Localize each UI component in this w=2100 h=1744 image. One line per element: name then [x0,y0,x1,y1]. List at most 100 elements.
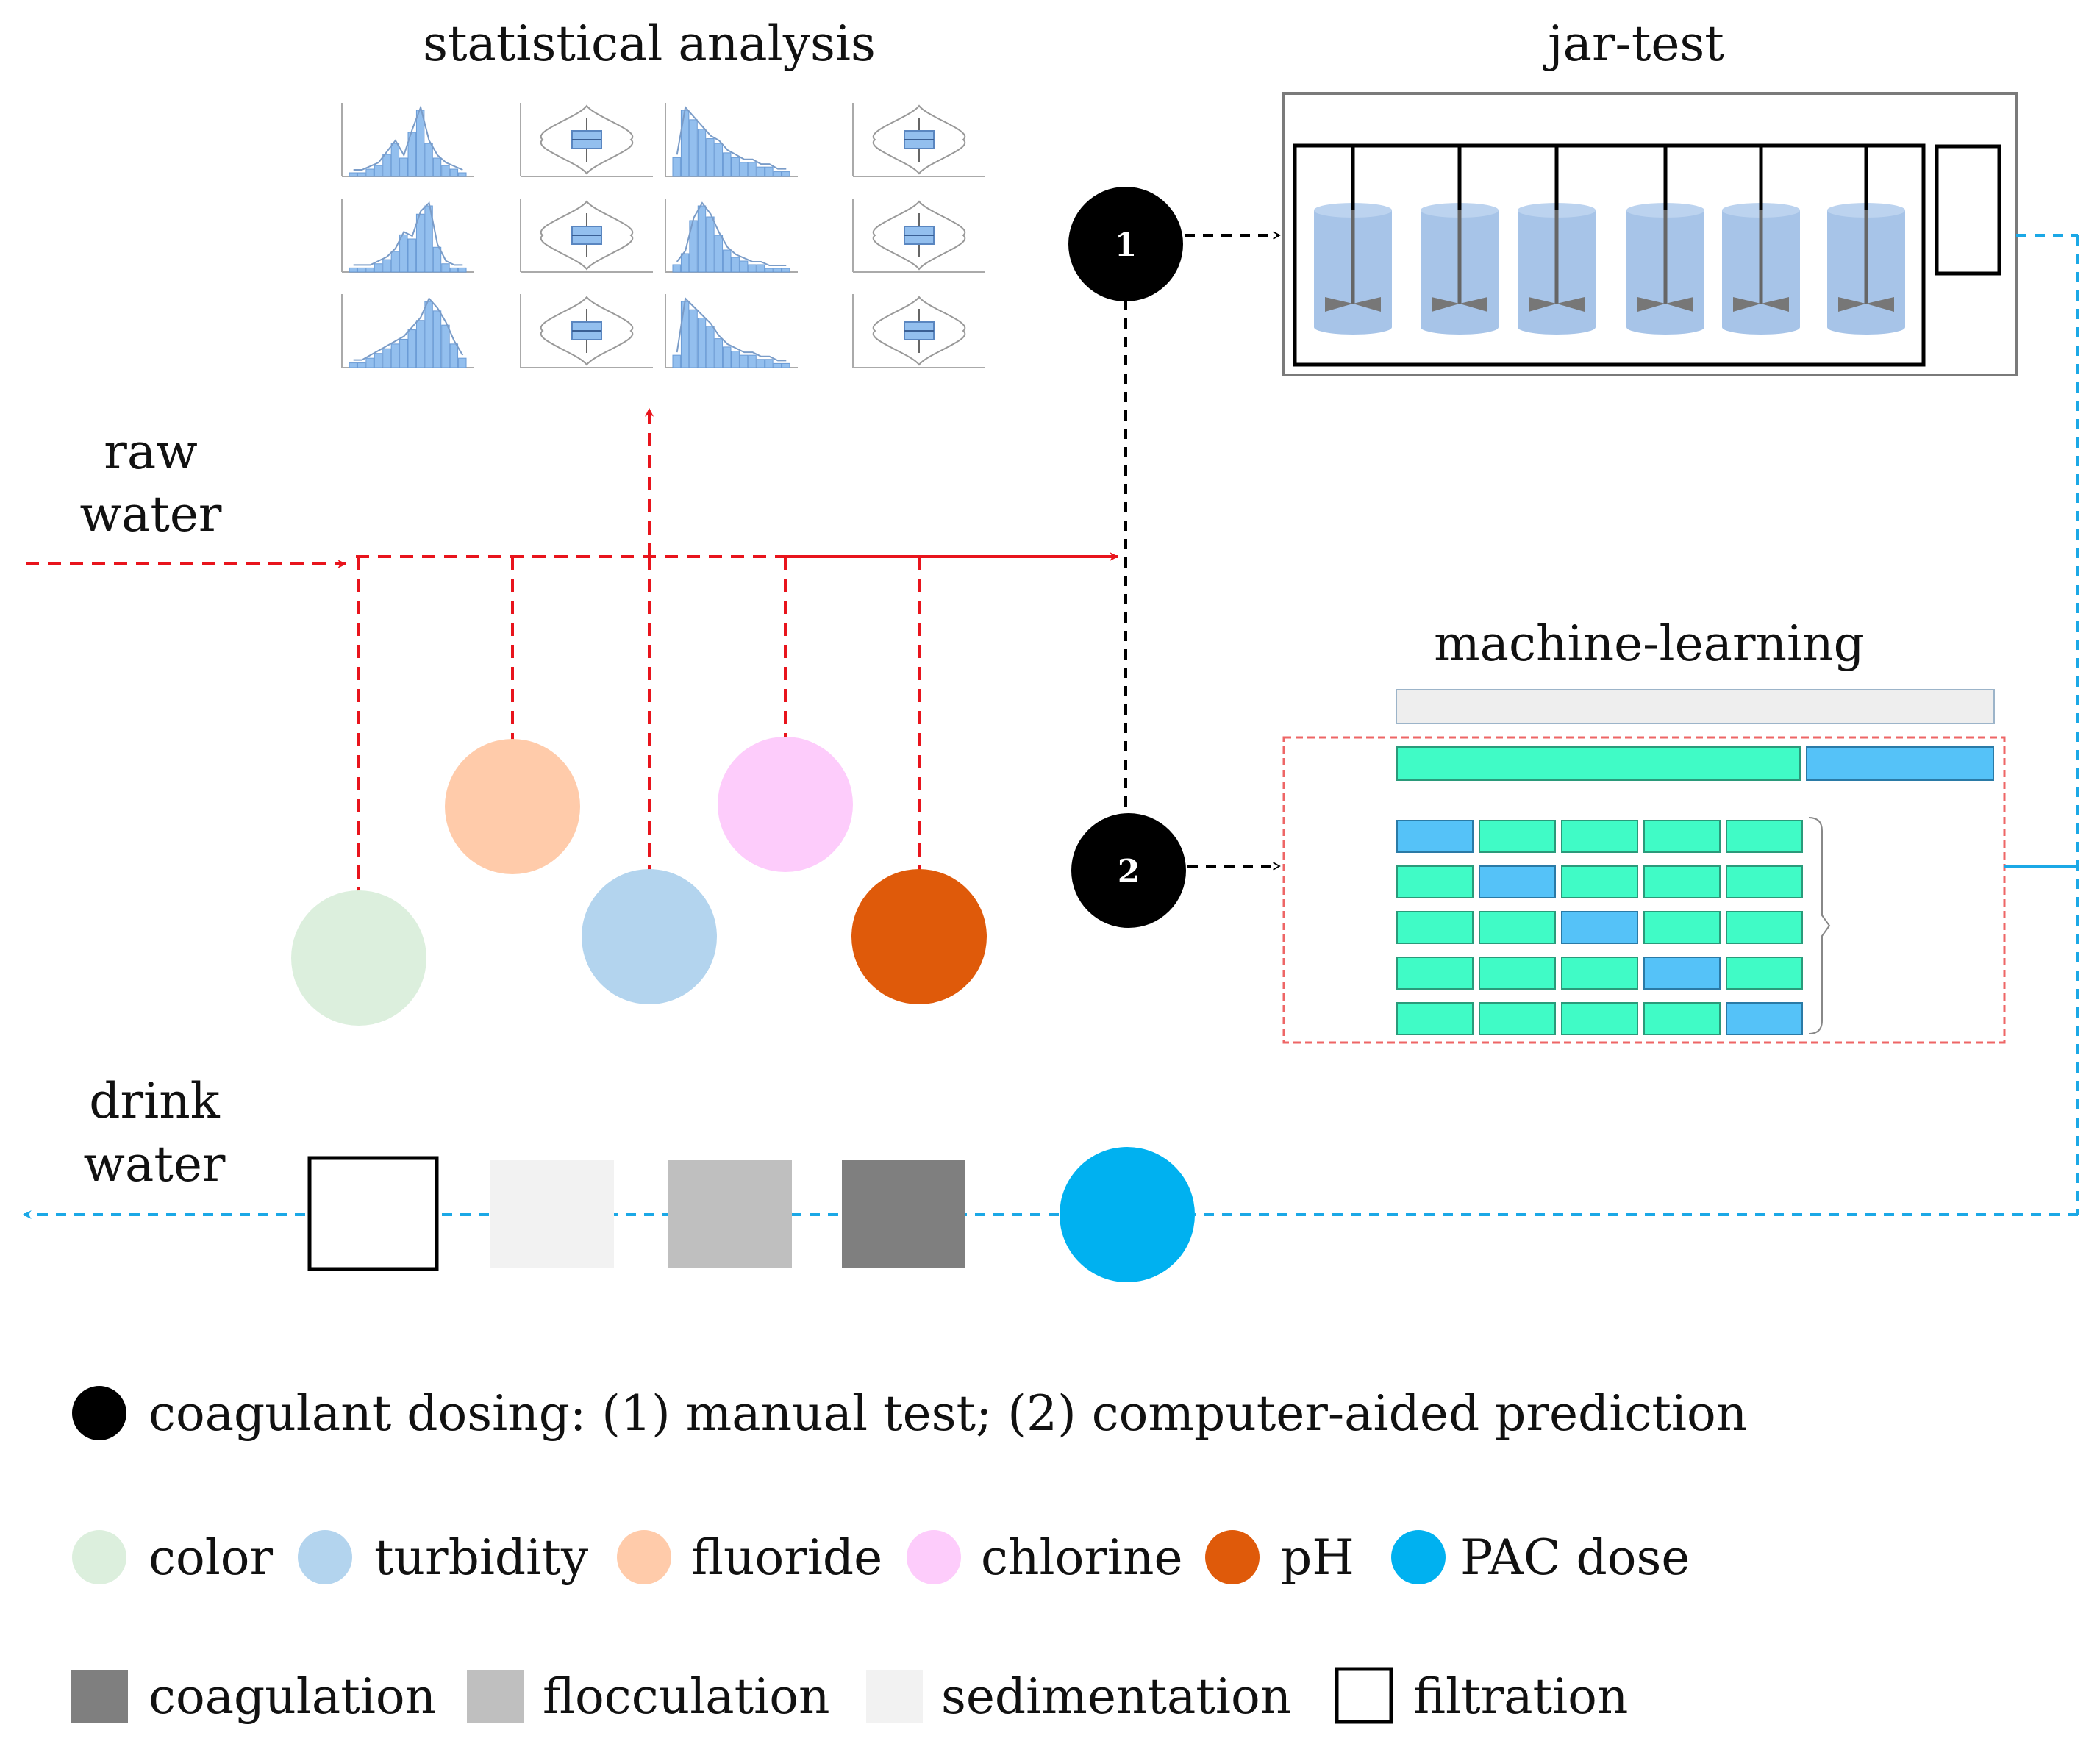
impeller-blade-left [1838,297,1866,312]
jar-4 [1626,147,1704,335]
jar-base [1518,320,1596,335]
histogram-bar [680,301,690,368]
histogram-bar [458,357,467,368]
jar-3 [1518,147,1596,335]
ml-fold-train-cell [1643,1002,1721,1035]
histogram-bar [680,110,690,177]
histogram-bar [773,171,782,177]
histogram-bar [756,359,765,368]
histogram-bar [672,354,681,368]
ml-fold-train-cell [1726,957,1803,990]
ml-train-segment [1396,746,1801,781]
violin-plot-thumbnail [520,103,653,177]
ml-fold-train-cell [1479,911,1556,944]
ml-fold-train-cell [1643,820,1721,853]
histogram-bar [357,362,366,368]
histogram-bar [723,249,732,273]
histogram-bar [374,353,383,368]
ml-fold-validation-cell [1643,957,1721,990]
ml-fold-train-cell [1643,865,1721,898]
impeller-blade-right [1460,297,1488,312]
histogram-bar [441,263,450,273]
impeller-blade-left [1529,297,1557,312]
impeller-blade-left [1638,297,1665,312]
histogram-bar [449,168,459,177]
histogram-bar [714,235,724,273]
legend-chlorine-swatch [907,1530,961,1584]
histogram-bar [390,251,400,273]
legend-pac-swatch [1391,1530,1446,1584]
legend-ph-label: pH [1281,1529,1354,1586]
ml-cross-validation-grid [1396,820,1803,1035]
histogram-bar [432,310,442,368]
histogram-bar [449,343,459,368]
histogram-bar [689,119,698,177]
ml-fold-train-cell [1396,957,1474,990]
legend-fluoride-label: fluoride [691,1529,882,1586]
dosing-marker-2 [1071,813,1186,928]
impeller-blade-left [1432,297,1460,312]
histogram-bar [731,351,740,368]
legend-turbidity-label: turbidity [374,1529,589,1586]
histogram-bar [415,213,425,273]
ml-fold-validation-cell [1561,911,1638,944]
histogram-bar [365,168,374,177]
jar-6 [1827,147,1905,335]
histogram-bar [432,246,442,273]
density-curve [353,201,463,266]
histogram-bar [706,326,715,368]
jar-base [1722,320,1800,335]
violin-plot-thumbnail [520,199,653,273]
legend-turbidity-swatch [298,1530,352,1584]
histogram-bar [714,143,724,177]
histogram-bar [756,166,765,177]
violin-plot-thumbnail [852,199,985,273]
ml-fold-train-cell [1396,911,1474,944]
legend-flocculation-label: flocculation [543,1668,830,1725]
histogram-bar [765,268,774,273]
jar-test-control-box [1935,144,2001,276]
chlorine-parameter-circle [718,737,853,872]
histogram-bar [706,138,715,177]
ml-fold-train-cell [1479,820,1556,853]
ml-test-segment [1806,746,1994,781]
impeller-blade-left [1325,297,1353,312]
legend-color-swatch [72,1530,126,1584]
histogram-bar [415,320,425,368]
impeller-blade-right [1866,297,1894,312]
histogram-bar [672,264,681,273]
histogram-bar [349,362,357,368]
legend-ph-swatch [1205,1530,1260,1584]
histogram-bar [365,357,374,368]
histogram-bar [415,110,425,177]
legend-sedimentation-label: sedimentation [941,1668,1291,1725]
histogram-bar [382,154,391,177]
ml-fold-train-cell [1643,911,1721,944]
histogram-bar [731,257,740,273]
impeller-blade-left [1733,297,1761,312]
histogram-bar [697,318,707,368]
flocculation-unit [668,1160,792,1268]
histogram-bar [756,264,765,273]
jar-5 [1722,147,1800,335]
ml-grid-bracket [1808,817,1831,1034]
histogram-thumbnail [341,199,474,273]
histogram-bar [432,157,442,177]
histogram-bar [357,267,366,273]
histogram-bar [680,253,690,273]
histogram-bar [697,205,707,273]
legend-dosing-marker [72,1386,126,1440]
histogram-bar [458,172,467,177]
ml-header-bar [1396,689,1995,724]
legend-fluoride-swatch [617,1530,671,1584]
ml-fold-train-cell [1561,820,1638,853]
histogram-bar [424,301,433,368]
density-curve [676,201,787,266]
violin-plot-thumbnail [520,294,653,368]
density-curve [353,104,463,171]
ml-model-frame [1282,736,2006,1044]
dosing-marker-1-label: 1 [1115,226,1138,264]
histogram-bar [731,157,740,177]
jar-base [1626,320,1704,335]
